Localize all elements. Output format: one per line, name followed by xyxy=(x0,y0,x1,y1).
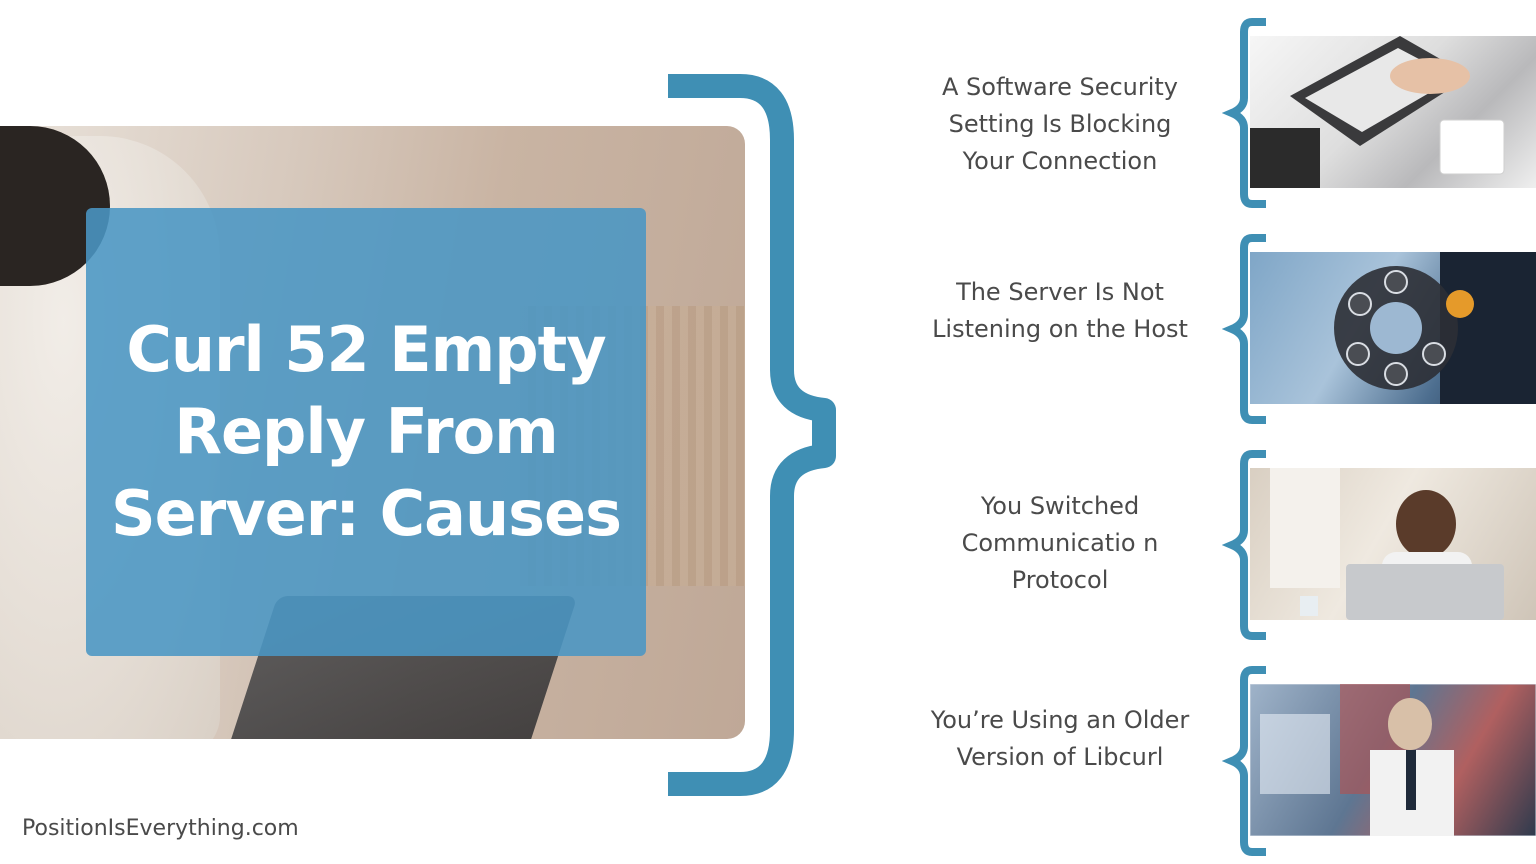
main-brace xyxy=(668,74,836,796)
tools-icon xyxy=(1348,292,1372,316)
cause-image-laptop-typing xyxy=(1250,36,1536,188)
cause-label-2: The Server Is Not Listening on the Host xyxy=(932,278,1188,343)
robot-arm-icon xyxy=(1422,342,1446,366)
cause-label-3: You Switched Communicatio n Protocol xyxy=(961,492,1159,594)
cause-image-frustrated-man xyxy=(1250,684,1536,836)
title-panel: Curl 52 Empty Reply From Server: Causes xyxy=(86,208,646,656)
cloud-icon xyxy=(1446,290,1474,318)
cause-label-1: A Software Security Setting Is Blocking … xyxy=(941,73,1179,175)
cause-image-tech-wheel xyxy=(1250,252,1536,404)
wifi-icon xyxy=(1384,270,1408,294)
cause-label-4: You’re Using an Older Version of Libcurl xyxy=(930,706,1190,771)
page-title: Curl 52 Empty Reply From Server: Causes xyxy=(110,313,622,550)
cause-brace-1 xyxy=(1222,18,1266,208)
cause-brace-2 xyxy=(1222,234,1266,424)
cause-brace-4 xyxy=(1222,666,1266,856)
factory-icon xyxy=(1346,342,1370,366)
site-footer: PositionIsEverything.com xyxy=(22,816,299,841)
cause-image-stressed-person xyxy=(1250,468,1536,620)
cause-brace-3 xyxy=(1222,450,1266,640)
server-icon xyxy=(1384,362,1408,386)
